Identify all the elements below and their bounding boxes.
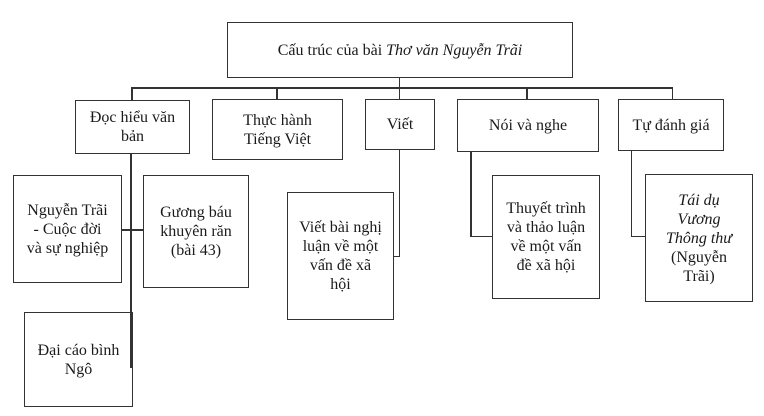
connector-stub-noi-va-nghe bbox=[526, 87, 528, 100]
node-label: Nói và nghe bbox=[488, 117, 568, 134]
node-label: Viết bài nghị luận về một vấn đề xã hội bbox=[299, 219, 382, 293]
title-text: Cấu trúc của bài Thơ văn Nguyễn Trãi bbox=[278, 41, 523, 60]
node-label: Tự đánh giá bbox=[632, 116, 710, 134]
node-title: Cấu trúc của bài Thơ văn Nguyễn Trãi bbox=[227, 22, 573, 78]
node-nguyen-trai-cuoc-doi-va-su-nghiep: Nguyễn Trãi - Cuộc đời và sự nghiệp bbox=[13, 175, 122, 283]
node-label: Gương báu khuyên răn (bài 43) bbox=[160, 204, 232, 259]
connector-branch-tu-horizontal bbox=[630, 235, 647, 237]
node-tai-du-vuong-thong-thu: Tái dụ Vương Thông thư (Nguyễn Trãi) bbox=[645, 174, 753, 302]
node-label: Thuyết trình và thảo luận về một vấn đề … bbox=[506, 200, 586, 274]
node-guong-bau-khuyen-ran: Gương báu khuyên răn (bài 43) bbox=[143, 175, 249, 288]
node-label: Thực hành Tiếng Việt bbox=[243, 111, 312, 148]
node-label: Đọc hiểu văn bản bbox=[89, 109, 176, 145]
node-noi-va-nghe: Nói và nghe bbox=[457, 99, 599, 152]
node-label: Nguyễn Trãi - Cuộc đời và sự nghiệp bbox=[26, 201, 109, 257]
node-thuyet-trinh-va-thao-luan: Thuyết trình và thảo luận về một vấn đề … bbox=[492, 175, 600, 299]
node-label: Viết bbox=[386, 116, 414, 133]
node-dai-cao-binh-ngo: Đại cáo bình Ngô bbox=[24, 312, 133, 407]
connector-cross-nguyen-trai-guong-bau bbox=[120, 229, 144, 231]
connector-branch-viet-vertical bbox=[398, 150, 400, 257]
node-viet-bai-nghi-luan: Viết bài nghị luận về một vấn đề xã hội bbox=[287, 192, 394, 320]
connector-branch-tu-vertical bbox=[630, 151, 632, 237]
node-label-italic: Tái dụ Vương Thông thư bbox=[665, 191, 733, 247]
node-label-roman: (Nguyễn Trãi) bbox=[671, 248, 727, 285]
connector-stub-doc-hieu bbox=[131, 87, 133, 100]
node-thuc-hanh-tieng-viet: Thực hành Tiếng Việt bbox=[212, 99, 343, 160]
connector-branch-viet-horizontal bbox=[391, 255, 400, 257]
connector-stub-tu-danh-gia bbox=[671, 87, 673, 100]
connector-branch-doc-hieu bbox=[130, 154, 132, 368]
title-prefix: Cấu trúc của bài bbox=[277, 41, 387, 59]
connector-stub-thuc-hanh bbox=[276, 87, 278, 100]
node-viet: Viết bbox=[365, 99, 435, 150]
node-doc-hieu-van-ban: Đọc hiểu văn bản bbox=[75, 100, 190, 154]
connector-title-drop bbox=[398, 78, 400, 99]
title-italic-part: Thơ văn Nguyễn Trãi bbox=[386, 41, 523, 59]
node-label: Đại cáo bình Ngô bbox=[37, 341, 120, 378]
node-label-group: Tái dụ Vương Thông thư (Nguyễn Trãi) bbox=[666, 191, 732, 286]
connector-level2-bus bbox=[131, 87, 673, 89]
connector-branch-noi-vertical bbox=[470, 152, 472, 237]
connector-branch-noi-horizontal bbox=[470, 235, 493, 237]
node-tu-danh-gia: Tự đánh giá bbox=[618, 99, 724, 151]
